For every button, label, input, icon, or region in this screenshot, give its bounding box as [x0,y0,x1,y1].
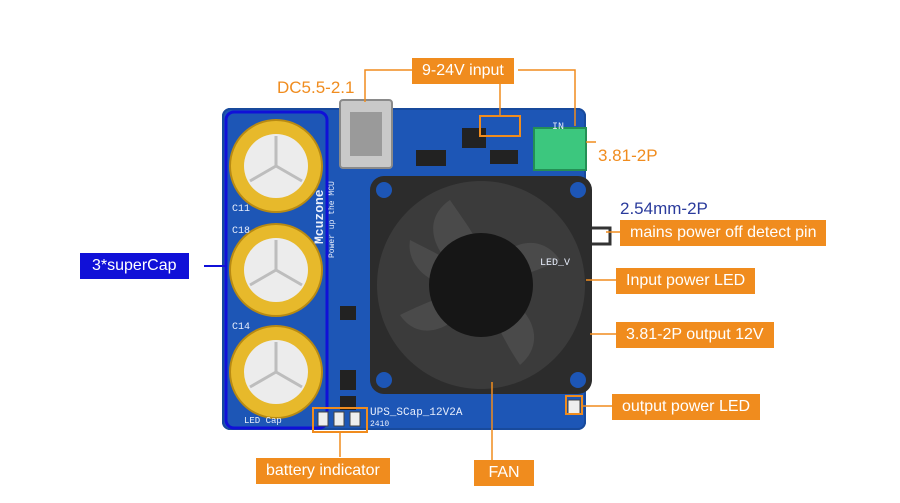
supercap-label: 3*superCap [80,253,189,279]
mains-detect-label: mains power off detect pin [620,220,827,246]
header-pin [590,226,612,246]
input-voltage-label: 9-24V input [412,58,514,84]
supercap-highlight [224,110,329,430]
header-pin-label: 2.54mm-2P [620,199,708,218]
callout-lines [339,69,620,460]
dc-jack-label: DC5.5-2.1 [277,78,355,97]
output-terminal-label: 3.81-2P output 12V [616,322,774,348]
silk-c18: C18 [232,226,251,237]
output-led-label: output power LED [612,394,761,420]
silk-led-v: LED_V [540,258,571,269]
battery-indicator-label: battery indicator [256,458,390,484]
terminal-in-label: 3.81-2P [598,146,658,165]
supercap-bottom [229,325,323,419]
silk-c14: C14 [232,322,251,333]
silk-brand: Mcuzone [312,189,327,244]
supercap-middle [229,223,323,317]
silk-c11: C11 [232,204,251,215]
input-terminal-block [533,127,587,171]
silk-in-mark: IN [552,122,565,133]
fan [370,176,592,394]
silk-tagline: Power up the MCU [328,181,337,258]
fan-label: FAN [474,460,534,486]
silk-board-name: UPS_SCap_12V2A [370,407,463,419]
input-led-label: Input power LED [616,268,756,294]
silk-date-code: 2410 [370,420,390,429]
silk-led-cap: LED Cap [244,416,282,426]
supercap-top [229,119,323,213]
